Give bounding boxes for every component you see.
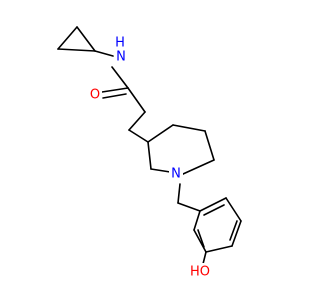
hydroxyl-label: HO bbox=[190, 265, 210, 280]
bond-carbonyl-to-ch2 bbox=[127, 87, 146, 113]
bond-benzene-2 bbox=[225, 197, 242, 222]
hydroxyl-background bbox=[187, 263, 213, 281]
amide-h-background bbox=[114, 34, 126, 50]
bond-cyclopropyl-c bbox=[57, 48, 96, 52]
amide-h-label: H bbox=[115, 36, 125, 51]
bond-carbonyl-double-1 bbox=[101, 87, 129, 93]
bond-n-to-benzylic bbox=[177, 183, 181, 204]
bond-benzene-6 bbox=[193, 210, 201, 231]
carbonyl-o-label: O bbox=[90, 88, 100, 103]
bond-piperidine-1 bbox=[147, 124, 174, 143]
bond-benzene-inner-3 bbox=[197, 229, 205, 248]
bond-benzene-inner-2 bbox=[229, 220, 238, 241]
molecule-canvas: N H O N HO bbox=[57, 26, 242, 281]
amide-n-background bbox=[114, 48, 128, 66]
ring-n-background bbox=[169, 165, 183, 183]
molecule-structure: N H O N HO bbox=[57, 26, 242, 281]
bond-benzene-inner-1 bbox=[203, 204, 225, 216]
bond-benzylic-to-ring bbox=[177, 202, 201, 212]
ring-n-label: N bbox=[171, 167, 181, 182]
bond-benzene-4 bbox=[205, 245, 233, 253]
bond-piperidine-4 bbox=[182, 159, 215, 175]
bond-ch2-to-ch2 bbox=[128, 111, 146, 131]
amide-n-label: N bbox=[116, 50, 126, 65]
bond-cyclopropyl-b bbox=[76, 26, 96, 52]
bond-ch2-to-ring bbox=[128, 129, 149, 143]
bond-n-to-carbonyl bbox=[111, 66, 129, 89]
bond-cyclopropyl-to-n bbox=[94, 50, 114, 57]
bond-benzene-5 bbox=[193, 229, 207, 253]
bond-benzene-3 bbox=[231, 220, 242, 247]
bond-carbonyl-double-2 bbox=[102, 93, 127, 99]
carbonyl-o-background bbox=[87, 86, 102, 104]
bond-cyclopropyl-a bbox=[57, 26, 78, 50]
bond-piperidine-6 bbox=[147, 141, 152, 170]
bond-piperidine-2 bbox=[172, 124, 206, 132]
bond-benzene-1 bbox=[199, 197, 227, 212]
bond-piperidine-3 bbox=[204, 130, 215, 161]
